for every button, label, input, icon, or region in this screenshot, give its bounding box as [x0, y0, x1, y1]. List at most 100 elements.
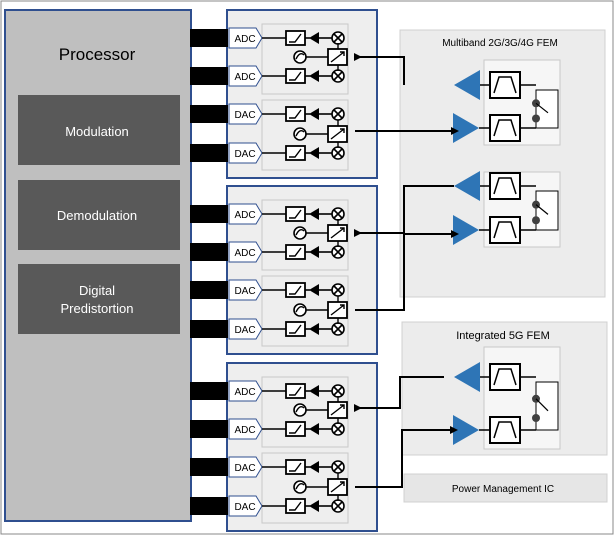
- dpd-label-line2: Predistortion: [61, 301, 134, 316]
- lowpass-filter-icon: [285, 498, 306, 514]
- phase-shifter-icon: [293, 296, 348, 324]
- pmic-label: Power Management IC: [452, 484, 554, 495]
- lna-icon: [454, 362, 480, 392]
- lowpass-filter-icon: [285, 282, 306, 298]
- fem-multiband-components: [453, 59, 561, 248]
- demodulation-block: [18, 180, 180, 250]
- transceiver-3: ADC ADC DAC DAC: [190, 362, 378, 532]
- data-bus: [190, 67, 228, 85]
- converter-label: ADC: [234, 425, 255, 436]
- converter-block: [228, 142, 263, 164]
- power-amplifier-icon: [453, 113, 479, 143]
- power-amplifier-icon: [453, 215, 479, 245]
- converter-label: ADC: [234, 210, 255, 221]
- phase-shifter-icon: [293, 219, 348, 247]
- modulation-block: [18, 95, 180, 165]
- lna-icon: [454, 70, 480, 100]
- antenna-switch-icon: [532, 381, 559, 431]
- signal-wire: [354, 376, 444, 412]
- lowpass-filter-icon: [285, 145, 306, 161]
- amplifier-icon: [309, 208, 319, 220]
- amplifier-icon: [309, 147, 319, 159]
- data-bus: [190, 105, 228, 123]
- dpd-label-line1: Digital: [79, 283, 115, 298]
- lowpass-filter-icon: [285, 68, 306, 84]
- bandpass-filter-icon: [489, 363, 521, 391]
- amplifier-icon: [309, 385, 319, 397]
- lowpass-filter-icon: [285, 244, 306, 260]
- amplifier-icon: [309, 500, 319, 512]
- data-bus: [190, 420, 228, 438]
- amplifier-icon: [309, 32, 319, 44]
- converter-block: [228, 279, 263, 301]
- bandpass-filter-icon: [489, 416, 521, 444]
- amplifier-icon: [309, 246, 319, 258]
- amplifier-icon: [309, 461, 319, 473]
- converter-label: ADC: [234, 387, 255, 398]
- lowpass-filter-icon: [285, 459, 306, 475]
- lowpass-filter-icon: [285, 421, 306, 437]
- converter-block: [228, 203, 263, 225]
- data-bus: [190, 281, 228, 299]
- converter-label: ADC: [234, 72, 255, 83]
- lowpass-filter-icon: [285, 106, 306, 122]
- signal-wire: [355, 230, 459, 311]
- signal-wire: [354, 53, 405, 85]
- converter-label: DAC: [234, 286, 255, 297]
- converter-label: ADC: [234, 248, 255, 259]
- lowpass-filter-icon: [285, 383, 306, 399]
- power-amplifier-icon: [453, 415, 479, 445]
- converter-label: DAC: [234, 110, 255, 121]
- signal-wire: [355, 426, 458, 488]
- converter-block: [228, 103, 263, 125]
- antenna-switch-icon: [532, 190, 559, 231]
- fem-5g-components: [453, 346, 561, 450]
- amplifier-icon: [309, 108, 319, 120]
- data-bus: [190, 320, 228, 338]
- lowpass-filter-icon: [285, 30, 306, 46]
- modulation-label: Modulation: [65, 124, 129, 139]
- lna-icon: [454, 171, 480, 201]
- phase-shifter-icon: [293, 473, 348, 501]
- demodulation-label: Demodulation: [57, 208, 137, 223]
- data-bus: [190, 382, 228, 400]
- data-bus: [190, 144, 228, 162]
- bandpass-filter-icon: [489, 216, 521, 244]
- bandpass-filter-icon: [489, 114, 521, 142]
- converter-block: [228, 495, 263, 517]
- amplifier-icon: [309, 323, 319, 335]
- converter-block: [228, 318, 263, 340]
- processor-title: Processor: [59, 45, 136, 64]
- amplifier-icon: [309, 423, 319, 435]
- lowpass-filter-icon: [285, 321, 306, 337]
- signal-wire: [354, 185, 454, 237]
- bandpass-filter-icon: [489, 71, 521, 99]
- converter-label: DAC: [234, 502, 255, 513]
- converter-label: DAC: [234, 463, 255, 474]
- phase-shifter-icon: [293, 43, 348, 71]
- phase-shifter-icon: [293, 120, 348, 148]
- fem-multiband-title: Multiband 2G/3G/4G FEM: [442, 38, 558, 49]
- lowpass-filter-icon: [285, 206, 306, 222]
- signal-wires: [354, 53, 459, 488]
- converter-block: [228, 241, 263, 263]
- data-bus: [190, 205, 228, 223]
- antenna-switch-icon: [532, 89, 559, 129]
- data-bus: [190, 497, 228, 515]
- converter-block: [228, 380, 263, 402]
- amplifier-icon: [309, 70, 319, 82]
- amplifier-icon: [309, 284, 319, 296]
- data-bus: [190, 243, 228, 261]
- converter-label: DAC: [234, 325, 255, 336]
- transceiver-2: ADC ADC DAC DAC: [190, 185, 378, 355]
- converter-label: DAC: [234, 149, 255, 160]
- data-bus: [190, 29, 228, 47]
- converter-block: [228, 65, 263, 87]
- dpd-block: [18, 264, 180, 334]
- converter-block: [228, 418, 263, 440]
- bandpass-filter-icon: [489, 172, 521, 200]
